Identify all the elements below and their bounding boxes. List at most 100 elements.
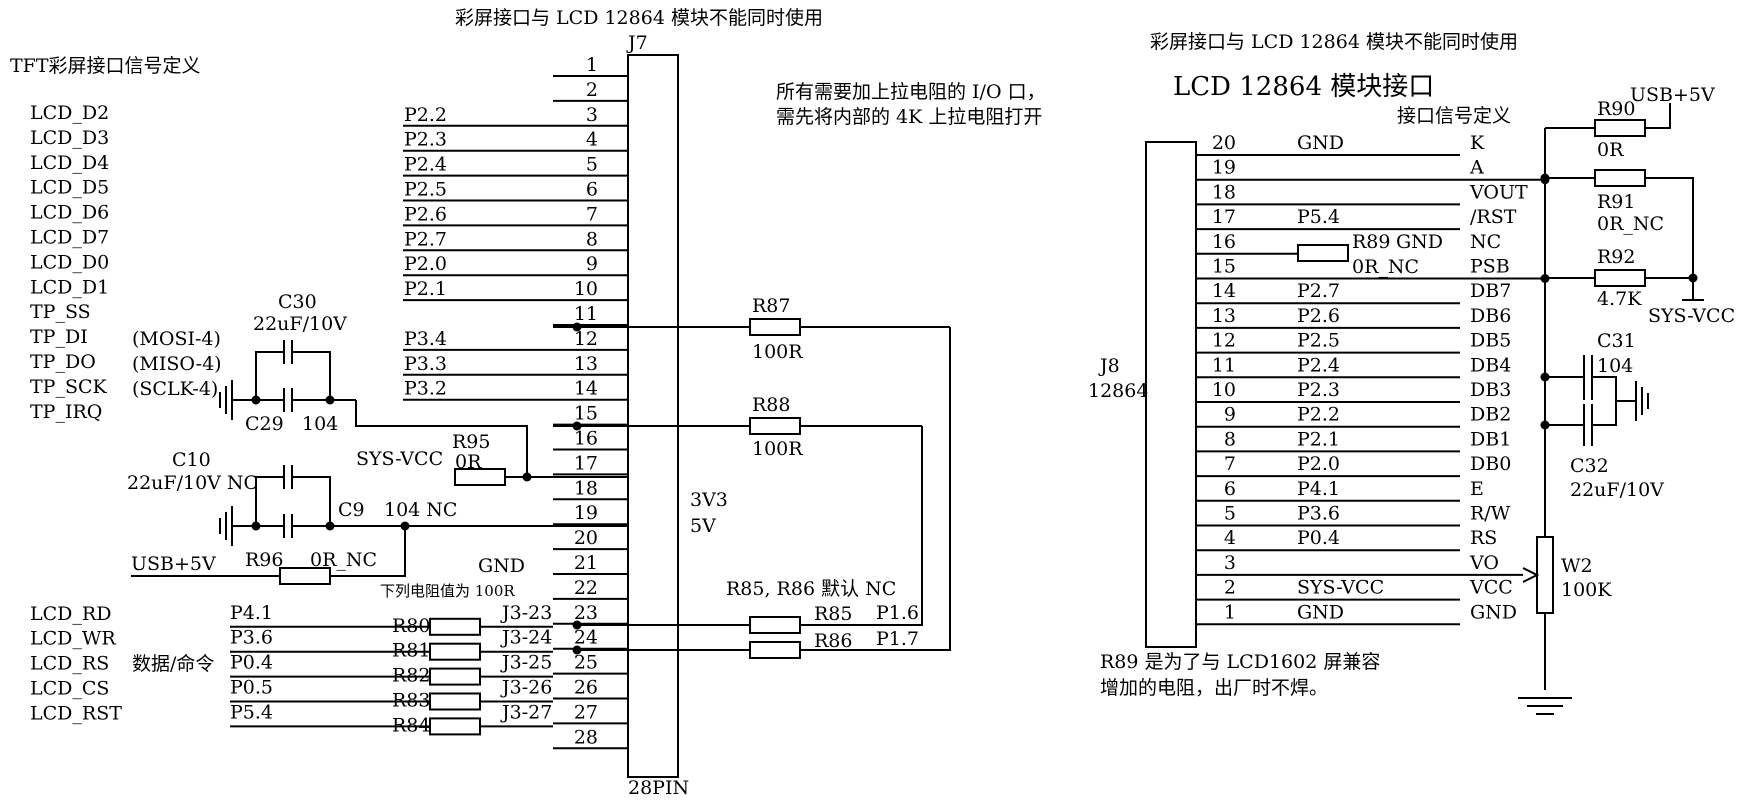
port-label: P2.2 [404,104,447,126]
j8-pin-number: 8 [1224,428,1236,450]
port-label: P3.3 [404,353,447,375]
tft-signal-label: LCD_D0 [30,251,109,273]
spi-note-sclk: (SCLK-4) [132,378,218,400]
r89-note-1: R89 是为了与 LCD1602 屏兼容 [1100,651,1380,673]
tft-signal-label: LCD_D6 [30,202,109,224]
j8-signal-label: NC [1470,231,1501,253]
ctrl-resistor-ref: R84 [392,714,430,736]
tft-signal-label: LCD_D2 [30,102,109,124]
j8-net-label: P2.3 [1297,379,1340,401]
j8-net-label: P2.5 [1297,330,1340,352]
j7-pin-number: 14 [574,378,598,400]
j8-pin-number: 14 [1212,280,1236,302]
p17-label: P1.7 [876,628,919,650]
j8-signal-label: DB5 [1470,330,1511,352]
j8-pin-number: 17 [1212,206,1236,228]
j8-signal-label: VO [1469,552,1499,574]
j8-part: 12864 [1088,380,1148,402]
j7-pin-number: 19 [574,502,598,524]
j8-signal-label: DB7 [1470,280,1511,302]
j7-pin-number: 5 [586,154,598,176]
tft-signal-label: TP_IRQ [30,401,102,423]
ctrl-signal-label: LCD_RD [30,603,111,625]
ctrl-resistor [429,692,481,711]
j7-pin-number: 26 [574,677,598,699]
j8-ref: J8 [1098,355,1120,377]
j8-net-label: SYS-VCC [1297,577,1384,599]
tft-signal-label: TP_DO [30,351,96,373]
j7-ref: J7 [626,32,648,54]
j8-net-label: P2.6 [1297,305,1340,327]
j7-pin-number: 25 [574,652,598,674]
j7-pin-number: 1 [586,54,598,76]
j8-signal-label: DB6 [1470,305,1511,327]
pullup-note-1: 所有需要加上拉电阻的 I/O 口， [776,81,1046,103]
j7-pin-number: 21 [574,552,598,574]
port-label-list: P2.2P2.3P2.4P2.5P2.6P2.7P2.0P2.1P3.4P3.3… [403,104,553,401]
spi-note-mosi: (MOSI-4) [132,328,221,350]
j7-pin-number: 27 [574,701,598,723]
j7-pin-number: 8 [586,228,598,250]
j8-signal-label: RS [1470,527,1497,549]
r95-value: 0R [455,451,482,473]
j8-pin-number: 19 [1212,157,1236,179]
r91-ref: R91 [1597,191,1635,213]
j7-pin-number: 3 [586,104,598,126]
r89-gnd: GND [1396,231,1443,253]
r95-resistor: SYS-VCC R95 0R [356,431,527,486]
ctrl-resistor-ref: R83 [392,690,430,712]
j8-pin-number: 20 [1212,132,1236,154]
r95-ref: R95 [452,431,490,453]
j8-pin-number: 7 [1224,453,1236,475]
j8-signal-label: DB1 [1470,428,1511,450]
r88-ref: R88 [752,394,790,416]
ctrl-j3-label: J3-25 [500,652,552,674]
tft-signal-label: LCD_D3 [30,127,109,149]
note-top-right: 彩屏接口与 LCD 12864 模块不能同时使用 [1150,31,1518,53]
tft-title: TFT彩屏接口信号定义 [10,55,201,77]
ctrl-resistor-ref: R81 [392,640,430,662]
j8-net-label: P2.2 [1297,404,1340,426]
j8-signal-label: VCC [1469,577,1513,599]
j8-pin-number: 15 [1212,256,1236,278]
c30-ref: C30 [278,291,317,313]
ctrl-j3-label: J3-27 [500,701,552,723]
c10-ref: C10 [172,449,211,471]
j7-pin-number: 2 [586,79,598,101]
tft-signal-label: LCD_D1 [30,276,109,298]
ctrl-j3-label: J3-23 [500,602,552,624]
c10-value: 22uF/10V NC [127,472,258,494]
j8-net-label: P2.0 [1297,453,1340,475]
r89-resistor: R89 GND 0R_NC [1297,231,1443,278]
r96-resistor: USB+5V R96 0R_NC [131,526,406,585]
res-value-note: 下列电阻值为 100R [380,582,515,600]
j8-signal-label: DB2 [1470,404,1511,426]
c9-ref: C9 [338,499,365,521]
w2-value: 100K [1561,579,1612,601]
j7-pin-number: 16 [574,428,598,450]
j8-pin-number: 9 [1224,404,1236,426]
j8-pin-number: 12 [1212,330,1236,352]
r96-ref: R96 [245,549,283,571]
j8-pin-number: 6 [1224,478,1236,500]
r85-r86-resistors: R85, R86 默认 NC R85 R86 P1.6 P1.7 [572,578,919,659]
c32-ref: C32 [1570,455,1609,477]
j7-pin-number: 7 [586,203,598,225]
port-label: P3.2 [404,378,447,400]
r86-ref: R86 [814,630,852,652]
ctrl-resistor [429,717,481,736]
tft-signal-label: TP_SS [30,301,91,323]
j8-net-label: P3.6 [1297,503,1340,525]
tft-section: 彩屏接口与 LCD 12864 模块不能同时使用 TFT彩屏接口信号定义 所有需… [10,7,1046,799]
c29-c30-capacitors: C30 22uF/10V C29 104 [219,291,628,482]
j7-pin-number: 11 [574,303,598,325]
usb5v-net-left: USB+5V [131,553,216,575]
pullup-note-2: 需先将内部的 4K 上拉电阻打开 [776,106,1042,128]
tft-signal-list: LCD_D2LCD_D3LCD_D4LCD_D5LCD_D6LCD_D7LCD_… [30,102,109,423]
ctrl-j3-label: J3-26 [500,677,552,699]
c30-value: 22uF/10V [253,313,347,335]
w2-ref: W2 [1561,555,1593,577]
tft-signal-label: LCD_D4 [30,152,109,174]
w2-potentiometer: W2 100K [1518,536,1612,715]
